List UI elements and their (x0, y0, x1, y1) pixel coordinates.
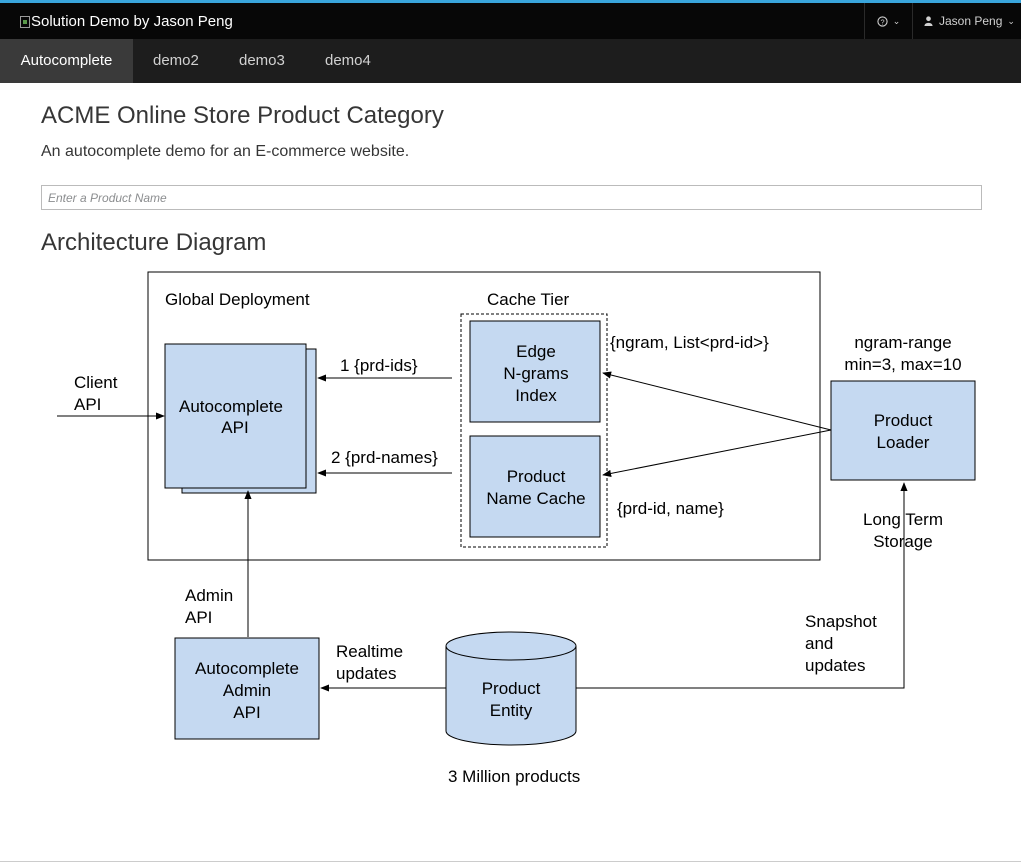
prd-id-name-label: {prd-id, name} (617, 499, 724, 518)
ngram-range-line1: ngram-range (854, 333, 951, 352)
product-entity-line2: Entity (490, 701, 533, 720)
chevron-down-icon: ⌄ (1007, 15, 1015, 26)
question-circle-icon: ? (877, 15, 888, 27)
flow-prd-names-label: 2 {prd-names} (331, 448, 438, 467)
product-loader-box (830, 380, 976, 481)
page-title: ACME Online Store Product Category (41, 102, 444, 129)
nav-bar: Autocomplete demo2 demo3 demo4 (0, 39, 1021, 83)
loader-to-cache-arrow (602, 429, 832, 477)
long-term-line1: Long Term (863, 510, 943, 529)
autocomplete-admin-api-box (174, 637, 320, 740)
admin-api-line2: API (185, 608, 212, 627)
user-icon (924, 16, 933, 26)
architecture-heading: Architecture Diagram (41, 229, 267, 256)
help-menu[interactable]: ? ⌄ (864, 3, 912, 39)
ngram-range-line2: min=3, max=10 (844, 355, 961, 374)
snapshot-line1: Snapshot (805, 612, 877, 631)
product-search-input[interactable] (41, 185, 982, 210)
admin-box-line2: Admin (223, 681, 271, 700)
snapshot-line2: and (805, 634, 833, 653)
admin-box-line3: API (233, 703, 260, 722)
top-bar: Solution Demo by Jason Peng ? ⌄ Jason Pe… (0, 0, 1021, 39)
tab-autocomplete[interactable]: Autocomplete (0, 39, 133, 83)
cache-tier-label: Cache Tier (487, 290, 570, 309)
client-api-line2: API (74, 395, 101, 414)
user-menu[interactable]: Jason Peng ⌄ (912, 3, 1021, 39)
edge-index-line1: Edge (516, 342, 556, 361)
edge-index-line3: Index (515, 386, 557, 405)
products-count-label: 3 Million products (448, 767, 580, 786)
autocomplete-api-box (164, 343, 307, 489)
name-cache-line2: Name Cache (486, 489, 585, 508)
snapshot-updates-arrow (576, 482, 908, 689)
long-term-line2: Storage (873, 532, 933, 551)
autocomplete-api-line1: Autocomplete (179, 397, 283, 416)
realtime-line2: updates (336, 664, 397, 683)
flow-prd-ids-label: 1 {prd-ids} (340, 356, 418, 375)
page-bottom-border (0, 861, 1021, 862)
page-subtitle: An autocomplete demo for an E-commerce w… (41, 143, 410, 160)
tab-demo2[interactable]: demo2 (153, 52, 199, 69)
brand-title: Solution Demo by Jason Peng (31, 13, 233, 30)
broken-image-icon (20, 15, 30, 28)
autocomplete-api-line2: API (221, 418, 248, 437)
ngram-list-label: {ngram, List<prd-id>} (610, 333, 769, 352)
tab-demo3[interactable]: demo3 (239, 52, 285, 69)
snapshot-line3: updates (805, 656, 866, 675)
product-entity-database (445, 631, 577, 746)
name-cache-line1: Product (507, 467, 566, 486)
global-deployment-label: Global Deployment (165, 290, 310, 309)
realtime-line1: Realtime (336, 642, 403, 661)
product-name-cache-box (469, 435, 601, 538)
admin-api-line1: Admin (185, 586, 233, 605)
product-loader-line1: Product (874, 411, 933, 430)
chevron-down-icon: ⌄ (892, 15, 901, 26)
product-entity-line1: Product (482, 679, 541, 698)
brand-logo[interactable]: Solution Demo by Jason Peng (20, 13, 233, 30)
edge-ngram-index-box (469, 320, 601, 423)
admin-box-line1: Autocomplete (195, 659, 299, 678)
loader-to-index-arrow (602, 371, 832, 431)
tab-demo4[interactable]: demo4 (325, 52, 371, 69)
user-name: Jason Peng (939, 14, 1003, 28)
product-loader-line2: Loader (877, 433, 930, 452)
edge-index-line2: N-grams (503, 364, 568, 383)
client-api-line1: Client (74, 373, 118, 392)
cache-tier-frame (460, 313, 608, 548)
svg-text:?: ? (880, 17, 884, 26)
